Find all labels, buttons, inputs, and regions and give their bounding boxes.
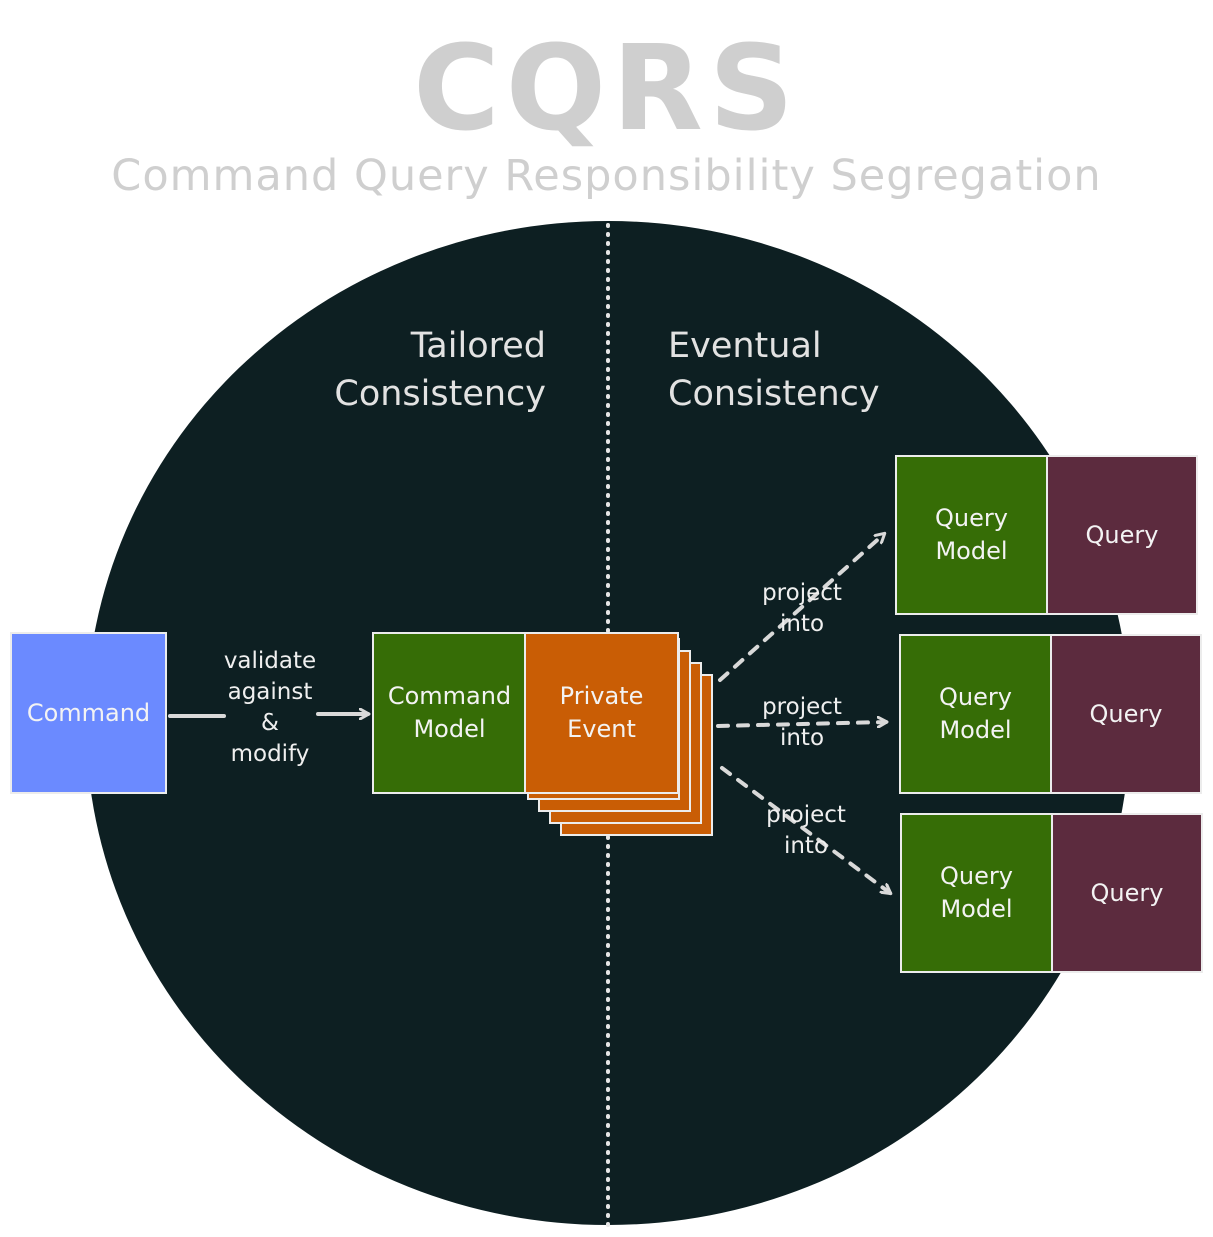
query-model-label: Query Model [935,504,1008,565]
query-model-box-middle: Query Model [899,634,1052,794]
command-box: Command [10,632,167,794]
command-label: Command [26,698,151,727]
project-into-label-middle: project into [762,694,842,751]
query-model-label: Query Model [940,862,1013,923]
query-model-box-top: Query Model [895,455,1048,615]
query-model-box-bottom: Query Model [900,813,1053,973]
query-label: Query [1089,699,1163,728]
diagram-subtitle: Command Query Responsibility Segregation [111,151,1102,201]
private-event-label: Private Event [559,682,644,743]
diagram-title: CQRS [413,19,800,157]
command-model-box: Command Model [372,632,527,794]
tailored-consistency-heading: Tailored Consistency [334,326,546,414]
query-box-top: Query [1046,455,1198,615]
validate-against-modify-label: validate against & modify [223,648,317,767]
query-box-middle: Query [1050,634,1202,794]
project-into-label-bottom: project into [766,802,846,859]
eventual-consistency-heading: Eventual Consistency [668,326,880,414]
query-box-bottom: Query [1051,813,1203,973]
private-event-box: Private Event [524,632,679,794]
project-into-label-top: project into [762,580,842,637]
project-arrow-top [718,534,884,682]
query-label: Query [1085,520,1159,549]
query-label: Query [1090,878,1164,907]
project-arrow-middle [716,722,886,726]
command-model-label: Command Model [387,682,512,743]
query-model-label: Query Model [939,683,1012,744]
project-arrow-bottom [720,766,890,893]
